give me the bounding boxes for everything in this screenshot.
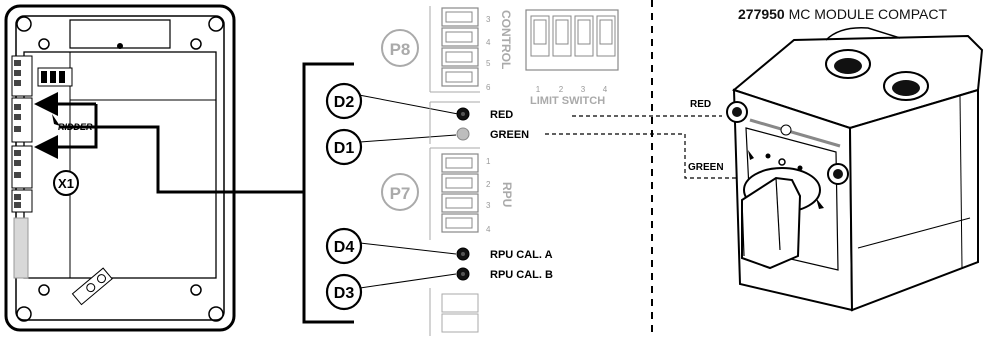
p8-group-label: CONTROL — [499, 10, 513, 69]
p7-label: P7 — [390, 184, 411, 203]
svg-text:D2: D2 — [334, 94, 355, 111]
module-title: 277950 MC MODULE COMPACT — [738, 6, 947, 22]
ls-num-2: 2 — [559, 85, 564, 94]
ls-num-4: 4 — [603, 85, 608, 94]
module-green-label: GREEN — [688, 162, 724, 173]
p7-pin-3: 3 — [486, 201, 491, 210]
p8-pin-5: 5 — [486, 59, 491, 68]
board-closeup: 3 4 5 6 CONTROL P8 1 2 3 4 LIMIT SWITCH — [381, 6, 619, 336]
p8-label: P8 — [390, 40, 411, 59]
led-d3-label: RPU CAL. B — [490, 269, 553, 281]
connection-line — [96, 125, 272, 194]
bracket — [302, 62, 310, 324]
module-name: MC MODULE COMPACT — [788, 6, 948, 22]
led-d4-label: RPU CAL. A — [490, 249, 553, 261]
p8-pin-6: 6 — [486, 83, 491, 92]
p8-pin-3: 3 — [486, 15, 491, 24]
svg-text:D4: D4 — [334, 239, 355, 256]
limit-switch-label: LIMIT SWITCH — [530, 95, 605, 107]
svg-text:D1: D1 — [334, 140, 355, 157]
led-d2-label: RED — [490, 109, 513, 121]
mc-module — [726, 27, 984, 312]
p7-pin-4: 4 — [486, 225, 491, 234]
p8-pin-4: 4 — [486, 38, 491, 47]
svg-text:D3: D3 — [334, 285, 355, 302]
controller-callout: X1 — [58, 176, 74, 191]
callout-d4: D4 — [325, 227, 457, 265]
callout-d1: D1 — [325, 128, 457, 166]
p7-pin-2: 2 — [486, 180, 491, 189]
led-d1-label: GREEN — [490, 129, 529, 141]
ls-num-3: 3 — [581, 85, 586, 94]
callout-d2: D2 — [325, 82, 459, 120]
callout-d3: D3 — [325, 273, 457, 311]
module-red-label: RED — [690, 99, 711, 110]
p7-pin-1: 1 — [486, 157, 491, 166]
controller-enclosure: RIDDER X1 — [4, 4, 236, 332]
led-d1 — [456, 127, 470, 141]
ls-num-1: 1 — [536, 85, 541, 94]
module-code: 277950 — [738, 6, 785, 22]
p7-group-label: RPU — [500, 182, 514, 207]
